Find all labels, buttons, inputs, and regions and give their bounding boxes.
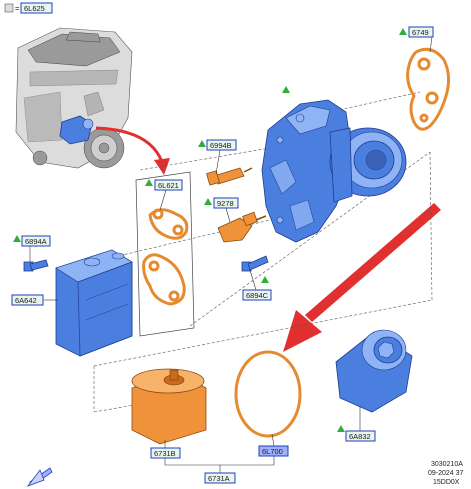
legend-code-label: 6L625	[24, 4, 45, 13]
oil-pressure-sensor-9278	[217, 211, 267, 243]
svg-text:6L621: 6L621	[158, 181, 179, 190]
svg-text:6A642: 6A642	[15, 296, 37, 305]
callout-6731a[interactable]: 6731A	[204, 472, 236, 484]
callout-9278[interactable]: 9278	[213, 197, 239, 209]
svg-text:6994B: 6994B	[210, 141, 232, 150]
reference-line-1: 3030210A	[431, 461, 463, 468]
callout-6a832[interactable]: 6A832	[345, 430, 376, 442]
assembly-direction-arrow	[283, 203, 441, 352]
svg-text:6749: 6749	[412, 28, 429, 37]
illustration-reference: 3030210A 09-2024 37 15DD0X	[428, 461, 464, 486]
svg-text:6L700: 6L700	[262, 447, 283, 456]
green-markers	[13, 28, 407, 432]
o-ring-6l700	[234, 350, 302, 438]
marker-triangle-icon	[399, 28, 407, 35]
svg-text:6731A: 6731A	[208, 474, 230, 483]
oil-filter-housing	[261, 99, 407, 243]
marker-triangle-icon	[337, 425, 345, 432]
svg-text:6731B: 6731B	[154, 449, 176, 458]
callout-6994b[interactable]: 6994B	[206, 139, 237, 151]
svg-text:6894A: 6894A	[25, 237, 47, 246]
oil-filter-cap-6a832	[335, 329, 413, 413]
marker-triangle-icon	[198, 140, 206, 147]
filter-housing-gasket	[406, 47, 451, 131]
reference-line-3: 15DD0X	[433, 479, 460, 486]
cooler-bolt-6894a	[23, 259, 49, 272]
oil-cooler-gasket-upper	[148, 208, 189, 240]
engine-block-illustration	[15, 27, 133, 169]
callout-6749[interactable]: 6749	[408, 26, 434, 38]
callout-6l621[interactable]: 6L621	[154, 179, 183, 191]
svg-text:6A832: 6A832	[349, 432, 371, 441]
marker-triangle-icon	[282, 86, 290, 93]
callout-6a642[interactable]: 6A642	[11, 294, 44, 306]
housing-bolt-6994b	[206, 167, 253, 186]
legend: = 6L625	[4, 2, 53, 14]
reference-line-2: 09-2024 37	[428, 470, 464, 477]
marker-triangle-icon	[204, 198, 212, 205]
svg-text:9278: 9278	[217, 199, 234, 208]
gasket-panel	[135, 171, 195, 337]
housing-bolt-6894c	[241, 255, 269, 272]
oil-cooler-gasket-lower	[142, 253, 186, 306]
callout-6894c[interactable]: 6894C	[242, 289, 272, 301]
marker-triangle-icon	[13, 235, 21, 242]
legend-code-box[interactable]	[20, 2, 53, 14]
callout-6731b[interactable]: 6731B	[150, 447, 181, 459]
legend-swatch-icon	[4, 3, 14, 13]
callout-6l700[interactable]: 6L700	[258, 445, 289, 457]
marker-triangle-icon	[145, 179, 153, 186]
callout-6894a[interactable]: 6894A	[21, 235, 51, 247]
oil-filter-element-6731b	[131, 368, 207, 445]
navigation-arrow-icon[interactable]	[26, 467, 53, 487]
leader-lines	[29, 36, 433, 473]
legend-equals: =	[15, 4, 20, 13]
marker-triangle-icon	[261, 276, 269, 283]
oil-cooler-6a642	[55, 249, 133, 357]
svg-text:6894C: 6894C	[246, 291, 269, 300]
